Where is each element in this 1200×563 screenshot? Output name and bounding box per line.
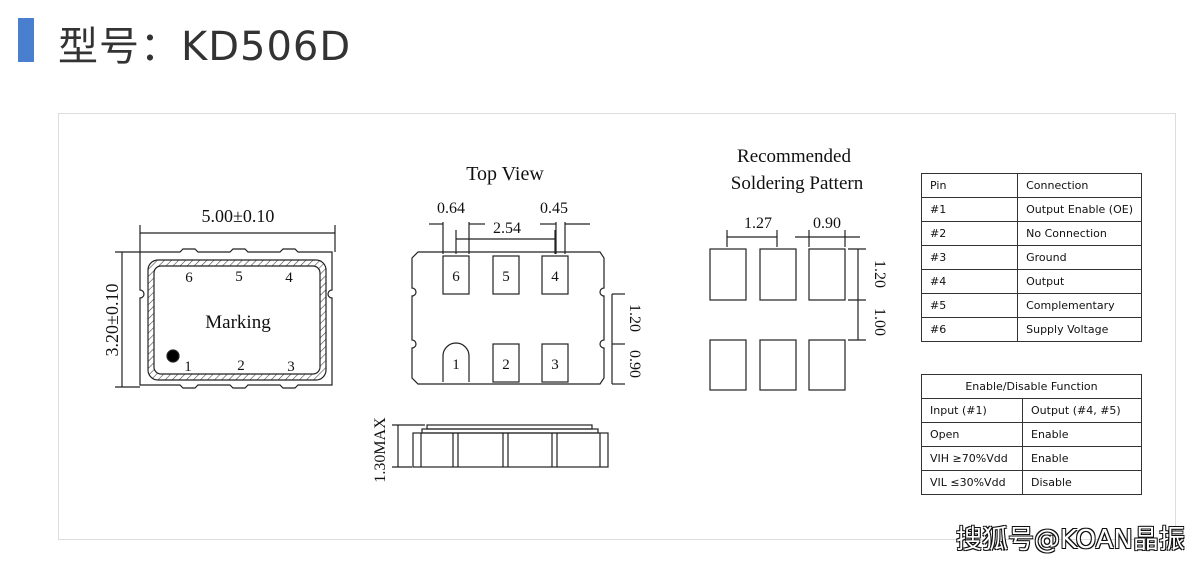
input-cell: Open [921,422,1023,447]
pin-label: 1 [184,359,192,375]
input-cell: VIH ≥70%Vdd [921,446,1023,471]
side-view: 1.30MAX [372,417,609,483]
marking-label: Marking [205,312,271,333]
connection-cell: Output [1017,269,1142,294]
page-title: 型号：KD506D [58,24,352,70]
pin-cell: #4 [920,269,1019,294]
pin-label: 3 [551,357,559,373]
dim-pad-gap: 0.45 [540,200,568,217]
solder-dim-height-2: 1.00 [871,308,888,336]
pin-cell: #6 [920,317,1019,342]
table-title: Enable/Disable Function [921,374,1142,399]
pin-label: 5 [502,269,510,285]
soldering-pattern: Recommended Soldering Pattern 1.27 0.90 … [709,146,888,391]
title-accent-bar [18,18,34,62]
header-cell: Input (#1) [921,398,1023,423]
top-view-title: Top View [466,163,544,185]
pin-label: 2 [237,358,245,374]
dim-pad-width: 0.64 [437,200,465,217]
enable-disable-table: Enable/Disable Function Input (#1) Outpu… [921,374,1142,495]
output-cell: Disable [1022,470,1142,495]
header-cell: Output (#4, #5) [1022,398,1142,423]
top-view: Top View 0.64 0.45 2.54 1.20 0.90 6 5 4 … [411,163,643,385]
pin-cell: #2 [920,221,1019,246]
pin-cell: #5 [920,293,1019,318]
height-dimension: 3.20±0.10 [102,284,122,357]
dim-height-1: 1.20 [626,304,643,332]
watermark: 搜狐号@KOAN晶振 [956,525,1185,555]
header-cell: Connection [1017,173,1142,198]
solder-title-line2: Soldering Pattern [731,173,864,194]
pin-label: 4 [551,269,559,285]
solder-dim-height-1: 1.20 [871,260,888,288]
pin-cell: #3 [920,245,1019,270]
pin-cell: #1 [920,197,1019,222]
solder-title-line1: Recommended [737,146,851,167]
marking-view: 5.00±0.10 3.20±0.10 Marking 6 5 4 1 2 3 [102,206,336,389]
pin-label: 6 [185,270,193,286]
pin-label: 1 [452,357,460,373]
input-cell: VIL ≤30%Vdd [921,470,1023,495]
datasheet-figure-card [58,113,1176,540]
pin-label: 2 [502,357,510,373]
width-dimension: 5.00±0.10 [202,206,275,226]
table-header-row: Input (#1) Output (#4, #5) [921,398,1142,423]
connection-cell: Complementary [1017,293,1142,318]
pin-label: 4 [285,270,293,286]
dim-pitch: 2.54 [493,220,521,237]
solder-dim-pitch: 1.27 [744,215,772,232]
solder-dim-width: 0.90 [813,215,841,232]
dim-height-2: 0.90 [626,350,643,378]
pin-label: 5 [235,269,243,285]
table-title-row: Enable/Disable Function [921,374,1142,399]
pin-label: 6 [452,269,460,285]
output-cell: Enable [1022,446,1142,471]
connection-cell: Ground [1017,245,1142,270]
connection-cell: Supply Voltage [1017,317,1142,342]
connection-cell: No Connection [1017,221,1142,246]
header-cell: Pin [920,173,1019,198]
table-header-row: Pin Connection [920,173,1142,198]
side-height-dimension: 1.30MAX [372,417,389,483]
connection-cell: Output Enable (OE) [1017,197,1142,222]
pin-label: 3 [287,359,295,375]
output-cell: Enable [1022,422,1142,447]
